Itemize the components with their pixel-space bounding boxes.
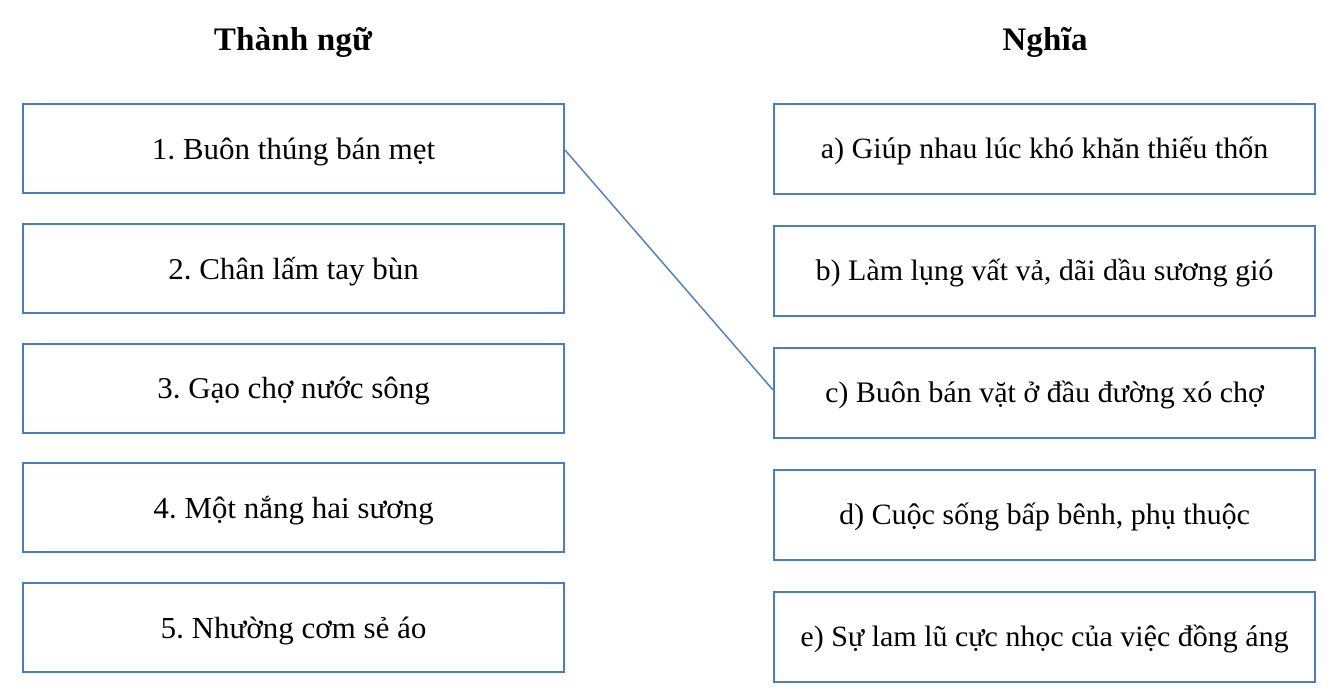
meaning-box-a[interactable]: a) Giúp nhau lúc khó khăn thiếu thốn: [773, 103, 1316, 195]
meaning-box-e[interactable]: e) Sự lam lũ cực nhọc của việc đồng áng: [773, 591, 1316, 683]
column-header-meanings: Nghĩa: [1002, 22, 1088, 58]
column-header-idioms: Thành ngữ: [213, 22, 373, 58]
idiom-text-3: 3. Gạo chợ nước sông: [157, 370, 430, 406]
meaning-text-e: e) Sự lam lũ cực nhọc của việc đồng áng: [800, 620, 1289, 654]
idiom-text-5: 5. Nhường cơm sẻ áo: [160, 609, 427, 645]
idiom-text-2: 2. Chân lấm tay bùn: [168, 250, 419, 286]
idiom-box-3[interactable]: 3. Gạo chợ nước sông: [22, 342, 565, 434]
idioms-column: 1. Buôn thúng bán mẹt 2. Chân lấm tay bù…: [22, 103, 565, 673]
meaning-text-c: c) Buôn bán vặt ở đầu đường xó chợ: [825, 376, 1264, 410]
meaning-box-c[interactable]: c) Buôn bán vặt ở đầu đường xó chợ: [773, 347, 1316, 439]
idiom-box-5[interactable]: 5. Nhường cơm sẻ áo: [22, 582, 565, 673]
meanings-column: a) Giúp nhau lúc khó khăn thiếu thốn b) …: [773, 103, 1316, 683]
meaning-text-b: b) Làm lụng vất vả, dãi dầu sương gió: [815, 254, 1274, 288]
idiom-box-1[interactable]: 1. Buôn thúng bán mẹt: [22, 103, 565, 194]
idiom-text-1: 1. Buôn thúng bán mẹt: [151, 130, 436, 166]
meaning-text-a: a) Giúp nhau lúc khó khăn thiếu thốn: [820, 132, 1269, 166]
idiom-box-2[interactable]: 2. Chân lấm tay bùn: [22, 222, 565, 314]
meaning-box-b[interactable]: b) Làm lụng vất vả, dãi dầu sương gió: [773, 225, 1316, 317]
idiom-text-4: 4. Một nắng hai sương: [153, 490, 434, 526]
meaning-box-d[interactable]: d) Cuộc sống bấp bênh, phụ thuộc: [773, 469, 1316, 561]
idiom-box-4[interactable]: 4. Một nắng hai sương: [22, 462, 565, 554]
connector-line-1-to-c[interactable]: [564, 149, 774, 391]
meaning-text-d: d) Cuộc sống bấp bênh, phụ thuộc: [839, 498, 1250, 532]
